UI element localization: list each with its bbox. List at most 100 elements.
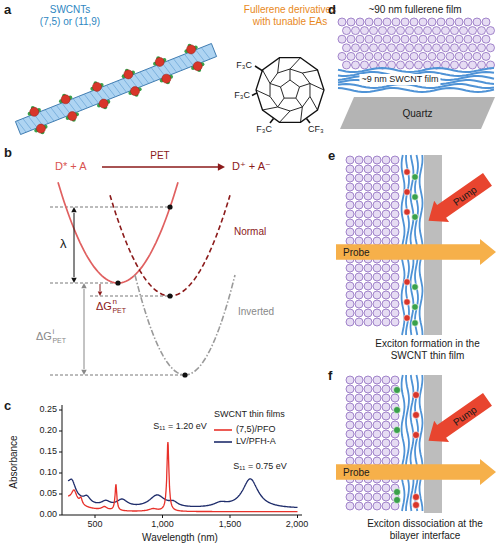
fullerene-molecule xyxy=(415,61,423,69)
fullerene-molecule xyxy=(364,192,372,200)
panel-caption: Exciton dissociation at the bilayer inte… xyxy=(355,518,495,542)
fullerene-molecule xyxy=(346,228,354,236)
fullerene-ball xyxy=(99,99,108,108)
arrow-head xyxy=(218,163,225,170)
fullerene-molecule xyxy=(373,300,381,308)
fullerene-molecule xyxy=(469,44,477,52)
charge-dot xyxy=(404,279,411,286)
tick-label: 0.25 xyxy=(39,404,57,415)
fullerene-molecule xyxy=(379,44,387,52)
fullerene-molecule xyxy=(397,61,405,69)
fullerene-molecule xyxy=(347,35,355,43)
fullerene-molecule xyxy=(364,273,372,281)
charge-dot xyxy=(404,169,411,176)
guide-line xyxy=(90,296,170,297)
fullerene-molecule xyxy=(382,309,390,317)
group-label: CF₃ xyxy=(308,124,324,135)
fullerene-molecule xyxy=(373,183,381,191)
fullerene-molecule xyxy=(391,219,399,227)
fullerene-molecule xyxy=(401,18,409,26)
fullerene-ball xyxy=(36,124,45,133)
fullerene-molecule xyxy=(355,210,363,218)
fullerene-molecule xyxy=(373,412,381,420)
molecule-bond xyxy=(262,70,270,83)
fullerene-molecule xyxy=(382,264,390,272)
fullerene-molecule xyxy=(397,44,405,52)
lattice-line xyxy=(40,112,49,124)
curve-label: Normal xyxy=(234,226,266,238)
fullerene-molecule xyxy=(397,27,405,35)
fullerene-molecule xyxy=(355,493,363,501)
fullerene-molecule xyxy=(373,291,381,299)
fullerene-molecule xyxy=(428,52,436,60)
fullerene-molecule xyxy=(391,228,399,236)
fullerene-molecule xyxy=(455,52,463,60)
node-text: Probe xyxy=(343,247,370,258)
fullerene-molecule xyxy=(373,282,381,290)
fullerene-molecule xyxy=(355,228,363,236)
group-bond xyxy=(307,119,311,123)
fullerene-molecule xyxy=(382,237,390,245)
fullerene-molecule xyxy=(415,27,423,35)
fullerene-molecule xyxy=(355,309,363,317)
molecule-bond xyxy=(290,69,291,80)
tick-label: 1,500 xyxy=(219,519,242,530)
quartz-slab xyxy=(424,375,442,513)
peak-label: S₁₁ = 1.20 eV xyxy=(153,421,206,432)
fullerene-molecule xyxy=(451,61,459,69)
tick-mark xyxy=(162,515,163,518)
charge-dot xyxy=(394,489,401,496)
nanotube-strand xyxy=(338,68,494,72)
spectrum-line xyxy=(68,442,298,512)
group-label: F₃C xyxy=(236,60,252,71)
fullerene-molecule xyxy=(364,201,372,209)
fullerene-molecule xyxy=(478,44,486,52)
fullerene-molecule xyxy=(382,493,390,501)
fullerene-molecule xyxy=(364,210,372,218)
energy-arrow xyxy=(74,213,75,277)
fullerene-molecule xyxy=(382,273,390,281)
fullerene-molecule xyxy=(382,174,390,182)
fullerene-ball xyxy=(124,70,133,79)
reactant-curve xyxy=(58,182,178,283)
fullerene-molecule xyxy=(361,44,369,52)
charge-dot xyxy=(412,194,419,201)
film-label: ~90 nm fullerene film xyxy=(368,4,461,16)
fullerene-molecule xyxy=(442,44,450,52)
charge-dot xyxy=(404,315,411,322)
state-label: D⁺ + A⁻ xyxy=(232,160,271,173)
tick-mark xyxy=(230,515,231,518)
lattice-line xyxy=(73,99,82,111)
fullerene-molecule xyxy=(373,394,381,402)
fullerene-molecule xyxy=(406,44,414,52)
fullerene-ball xyxy=(187,45,196,54)
fullerene-molecule xyxy=(406,27,414,35)
fullerene-molecule xyxy=(373,174,381,182)
lattice-line xyxy=(106,85,115,97)
fullerene-molecule xyxy=(346,183,354,191)
fullerene-molecule xyxy=(346,394,354,402)
fullerene-molecule xyxy=(382,300,390,308)
fullerene-molecule xyxy=(419,52,427,60)
fullerene-molecule xyxy=(391,394,399,402)
fullerene-molecule xyxy=(347,18,355,26)
fullerene-molecule xyxy=(382,228,390,236)
fullerene-molecule xyxy=(428,35,436,43)
fullerene-molecule xyxy=(373,237,381,245)
fullerene-molecule xyxy=(355,183,363,191)
fullerene-molecule xyxy=(382,502,390,510)
legend-title: SWCNT thin films xyxy=(214,409,285,420)
lattice-line xyxy=(162,63,171,75)
fullerene-molecule xyxy=(382,421,390,429)
fullerene-molecule xyxy=(365,35,373,43)
fullerene-molecule xyxy=(373,165,381,173)
arrow-head xyxy=(81,283,86,288)
fullerene-molecule xyxy=(379,27,387,35)
fullerene-molecule xyxy=(487,44,495,52)
molecule-bond xyxy=(302,70,317,73)
fullerene-molecule xyxy=(437,35,445,43)
tick-label: 0.00 xyxy=(39,509,57,520)
fullerene-molecule xyxy=(428,18,436,26)
fullerene-molecule xyxy=(373,318,381,326)
fullerene-molecule xyxy=(346,273,354,281)
